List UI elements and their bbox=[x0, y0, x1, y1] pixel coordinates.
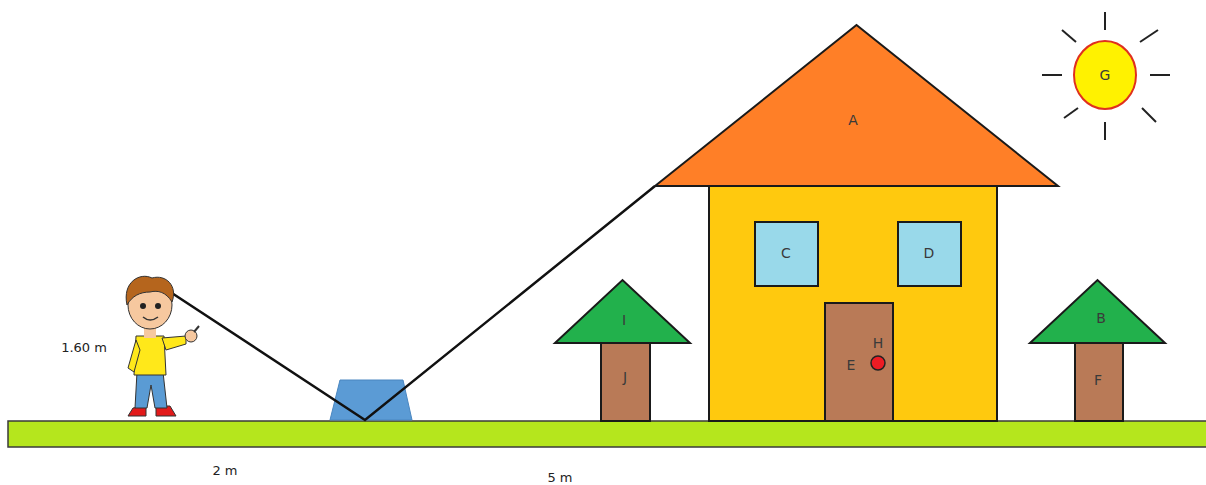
tree-crown-shape bbox=[555, 280, 690, 343]
roof-outline bbox=[655, 25, 1058, 186]
window-shape bbox=[755, 222, 818, 286]
part-letter: C bbox=[781, 246, 791, 260]
part-letter: I bbox=[622, 313, 626, 327]
tree-trunk-shape bbox=[601, 343, 650, 421]
tree-crown-shape bbox=[1030, 280, 1165, 343]
part-letter: J bbox=[623, 370, 627, 384]
door-knob: H bbox=[867, 334, 889, 372]
tree-crown-outline bbox=[555, 280, 690, 343]
sun-shape bbox=[1074, 41, 1136, 109]
tree-trunk: J bbox=[601, 343, 650, 421]
light-ray bbox=[152, 186, 655, 420]
part-letter: E bbox=[847, 358, 856, 372]
door-shape bbox=[825, 303, 893, 421]
window: D bbox=[898, 222, 961, 286]
boy-figure bbox=[126, 276, 199, 416]
tree-trunk-shape bbox=[1075, 343, 1123, 421]
tree-crown: I bbox=[555, 280, 690, 343]
part-letter: H bbox=[873, 336, 884, 350]
part-letter: A bbox=[848, 113, 858, 127]
part-letter: G bbox=[1100, 68, 1111, 82]
window: C bbox=[755, 222, 818, 286]
house-wall bbox=[709, 186, 997, 421]
distance-label: 2 m bbox=[212, 464, 237, 477]
part-letter: B bbox=[1096, 311, 1106, 325]
sun-rays bbox=[1042, 12, 1170, 140]
tree-trunk: F bbox=[1075, 343, 1123, 421]
part-letter: D bbox=[924, 246, 935, 260]
door-knob-shape bbox=[871, 356, 885, 370]
window-shape bbox=[898, 222, 961, 286]
height-label: 1.60 m bbox=[61, 341, 107, 354]
roof: A bbox=[655, 25, 1058, 186]
distance-label: 5 m bbox=[547, 471, 572, 484]
ground-strip bbox=[8, 421, 1206, 447]
tree-crown: B bbox=[1030, 280, 1165, 343]
door: EH bbox=[825, 303, 893, 421]
sun: G bbox=[1073, 40, 1137, 110]
roof-shape bbox=[655, 25, 1058, 186]
part-letter: F bbox=[1094, 373, 1102, 387]
